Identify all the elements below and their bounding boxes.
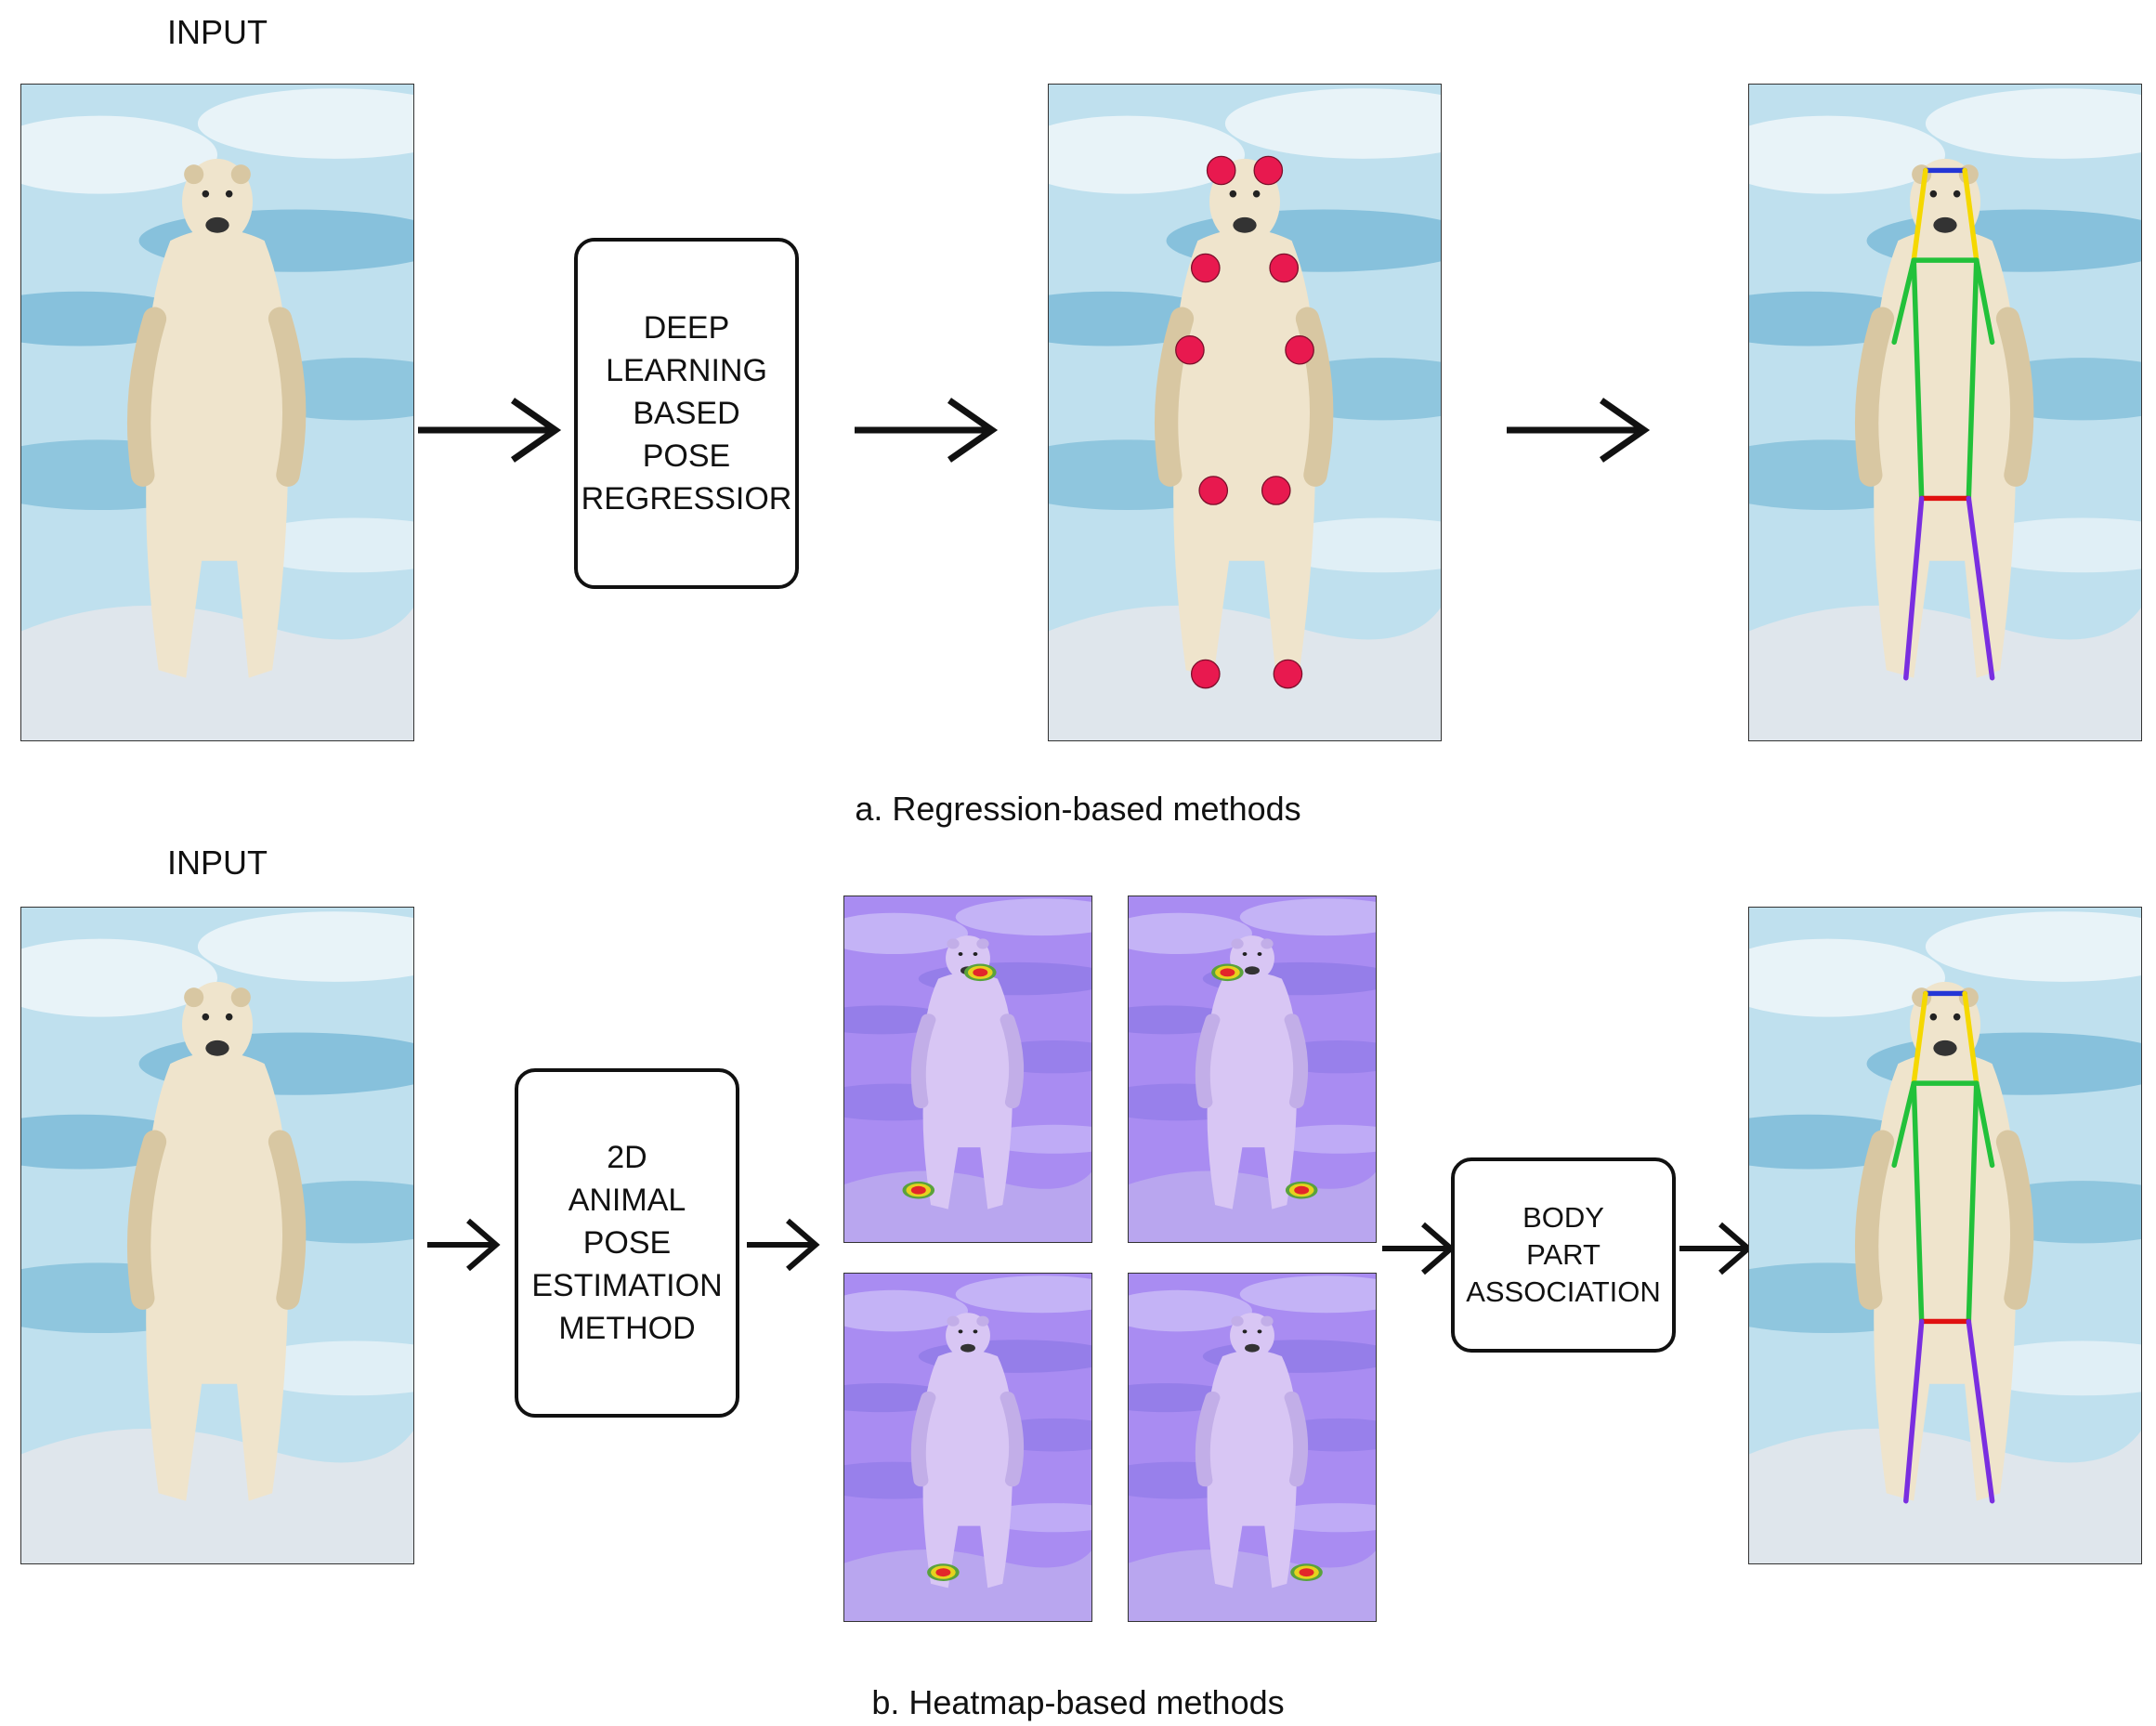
heatmap-peak — [964, 963, 997, 982]
keypoint-dot — [1175, 335, 1205, 365]
arrow-icon — [418, 398, 562, 463]
skeleton-limb — [1962, 167, 1980, 263]
skeleton-limb — [1891, 257, 1916, 346]
heatmap-peak — [902, 1181, 935, 1199]
body-part-association-box: BODY PART ASSOCIATION — [1451, 1157, 1676, 1353]
skeleton-limb — [1911, 1080, 1925, 1325]
bear-photo-illustration — [1129, 1274, 1376, 1621]
keypoints-bear-image — [1048, 84, 1442, 741]
caption-heatmap: b. Heatmap-based methods — [871, 1683, 1285, 1721]
bear-photo-illustration — [1049, 85, 1441, 740]
keypoint-dot — [1285, 335, 1314, 365]
skeleton-limb — [1911, 257, 1925, 502]
input-bear-image-b — [20, 907, 414, 1564]
keypoint-dot — [1261, 476, 1291, 505]
skeleton-limb — [1974, 257, 1995, 346]
arrow-icon — [747, 1218, 820, 1272]
bear-photo-illustration — [1749, 908, 2141, 1563]
pose-estimation-box: 2D ANIMAL POSE ESTIMATION METHOD — [515, 1068, 739, 1418]
pose-regressor-box: DEEP LEARNING BASED POSE REGRESSIOR — [574, 238, 799, 589]
heatmap-image-3 — [843, 1273, 1092, 1622]
keypoint-dot — [1273, 659, 1303, 689]
skeleton-limb — [1891, 1080, 1916, 1169]
bear-photo-illustration — [844, 1274, 1091, 1621]
arrow-icon — [1507, 398, 1651, 463]
skeleton-limb — [1966, 257, 1980, 502]
keypoint-dot — [1206, 155, 1236, 186]
skeleton-limb — [1966, 495, 1995, 681]
keypoint-dot — [1269, 253, 1300, 283]
body-part-association-label: BODY PART ASSOCIATION — [1466, 1201, 1661, 1308]
skeleton-limb — [1962, 990, 1980, 1086]
input-bear-image-a — [20, 84, 414, 741]
bear-photo-illustration — [844, 896, 1091, 1242]
skeleton-limb — [1911, 990, 1928, 1086]
arrow-icon — [1382, 1222, 1456, 1275]
heatmap-peak — [1285, 1181, 1318, 1199]
keypoint-dot — [1190, 253, 1221, 283]
skeleton-limb — [1911, 167, 1928, 263]
skeleton-bear-image-b — [1748, 907, 2142, 1564]
skeleton-limb — [1974, 1080, 1995, 1169]
pose-regressor-label: DEEP LEARNING BASED POSE REGRESSIOR — [581, 310, 792, 516]
bear-photo-illustration — [1749, 85, 2141, 740]
pose-estimation-label: 2D ANIMAL POSE ESTIMATION METHOD — [531, 1140, 723, 1346]
bear-photo-illustration — [1129, 896, 1376, 1242]
keypoint-dot — [1198, 476, 1229, 505]
input-label-a: INPUT — [167, 13, 268, 51]
caption-regression: a. Regression-based methods — [855, 790, 1301, 828]
heatmap-image-4 — [1128, 1273, 1377, 1622]
arrow-icon — [1679, 1222, 1753, 1275]
heatmap-peak — [1290, 1563, 1323, 1581]
skeleton-limb — [1903, 495, 1925, 681]
heatmap-peak — [927, 1563, 960, 1581]
skeleton-limb — [1966, 1318, 1995, 1504]
arrow-icon — [427, 1218, 501, 1272]
bear-photo-illustration — [21, 85, 413, 740]
bear-photo-illustration — [21, 908, 413, 1563]
arrow-icon — [855, 398, 999, 463]
input-label-b: INPUT — [167, 843, 268, 882]
skeleton-bear-image-a — [1748, 84, 2142, 741]
heatmap-image-1 — [843, 896, 1092, 1243]
heatmap-image-2 — [1128, 896, 1377, 1243]
skeleton-limb — [1966, 1080, 1980, 1325]
keypoint-dot — [1190, 659, 1221, 689]
keypoint-dot — [1253, 155, 1284, 186]
skeleton-limb — [1903, 1318, 1925, 1504]
heatmap-peak — [1211, 963, 1244, 982]
